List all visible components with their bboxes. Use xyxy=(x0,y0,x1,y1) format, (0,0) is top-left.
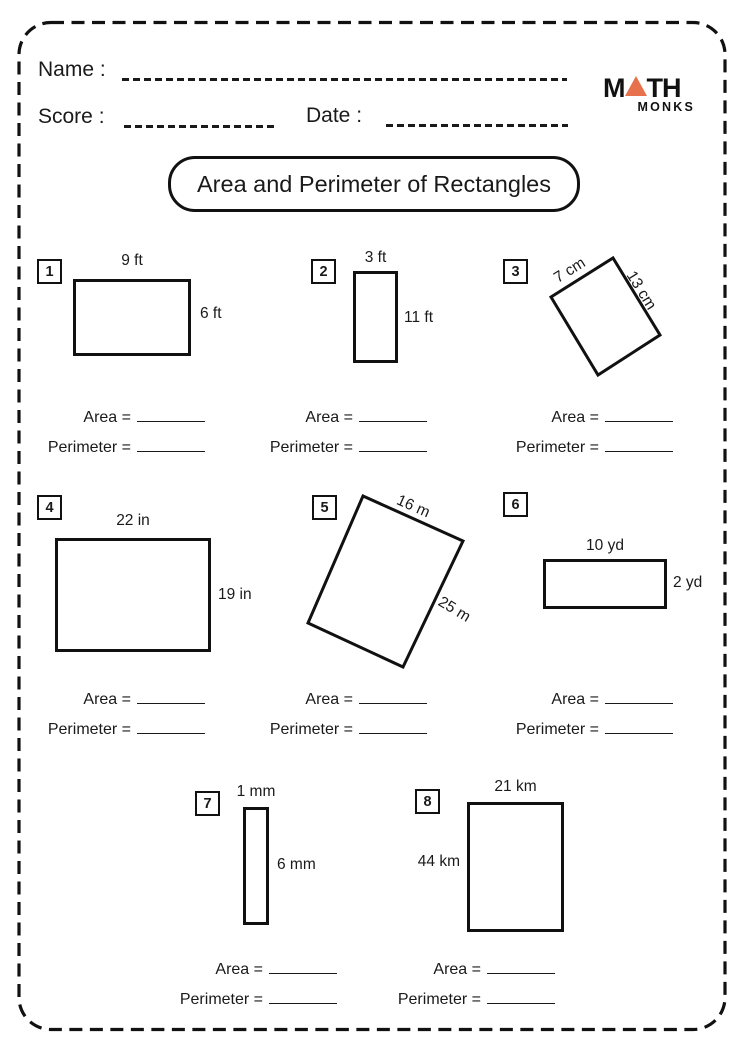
area-label: Area = xyxy=(551,409,599,426)
problem-4-area-blank[interactable] xyxy=(137,687,205,704)
problem-2-perimeter-blank[interactable] xyxy=(359,435,427,452)
problem-4-answer-block: Area = Perimeter = xyxy=(5,685,205,745)
problem-2-width-label: 3 ft xyxy=(364,249,387,266)
problem-1-number-box: 1 xyxy=(37,259,62,284)
problem-6-width-label: 10 yd xyxy=(586,537,624,554)
problem-4-number: 4 xyxy=(45,499,54,516)
area-label: Area = xyxy=(433,961,481,978)
problem-7-rectangle xyxy=(243,807,269,925)
problem-1-height-label: 6 ft xyxy=(200,305,222,322)
problem-8-perimeter-blank[interactable] xyxy=(487,987,555,1004)
logo-wordmark: M TH xyxy=(603,73,695,103)
problem-7-answer-block: Area = Perimeter = xyxy=(137,955,337,1015)
area-label: Area = xyxy=(305,409,353,426)
problem-7-number-box: 7 xyxy=(195,791,220,816)
math-monks-logo: M TH MONKS xyxy=(603,73,695,114)
perimeter-label: Perimeter = xyxy=(269,721,353,738)
problem-1-area-blank[interactable] xyxy=(137,405,205,422)
problem-1-width-label: 9 ft xyxy=(121,252,143,269)
problem-2-area-blank[interactable] xyxy=(359,405,427,422)
problem-2-number-box: 2 xyxy=(311,259,336,284)
problem-7-width-label: 1 mm xyxy=(236,783,276,800)
perimeter-label: Perimeter = xyxy=(47,439,131,456)
problem-5-number-box: 5 xyxy=(312,495,337,520)
problem-8-rectangle xyxy=(467,802,564,932)
problem-8-area-blank[interactable] xyxy=(487,957,555,974)
problem-8-width-label: 21 km xyxy=(494,778,537,795)
problem-7-perimeter-blank[interactable] xyxy=(269,987,337,1004)
problem-6-number-box: 6 xyxy=(503,492,528,517)
perimeter-label: Perimeter = xyxy=(515,439,599,456)
score-label: Score : xyxy=(38,105,105,128)
problem-1-number: 1 xyxy=(45,263,54,280)
problem-3-rectangle xyxy=(548,255,663,378)
perimeter-label: Perimeter = xyxy=(515,721,599,738)
problem-4-height-label: 19 in xyxy=(218,586,252,603)
problem-6-perimeter-blank[interactable] xyxy=(605,717,673,734)
problem-3-number-box: 3 xyxy=(503,259,528,284)
problem-4-rectangle xyxy=(55,538,211,652)
problem-8-answer-block: Area = Perimeter = xyxy=(355,955,555,1015)
problem-5-perimeter-blank[interactable] xyxy=(359,717,427,734)
problem-3-area-blank[interactable] xyxy=(605,405,673,422)
perimeter-label: Perimeter = xyxy=(397,991,481,1008)
problem-1-perimeter-blank[interactable] xyxy=(137,435,205,452)
problem-2-rectangle xyxy=(353,271,398,363)
problem-1-rectangle xyxy=(73,279,191,356)
score-fill-line[interactable] xyxy=(124,125,275,128)
problem-2-number: 2 xyxy=(319,263,328,280)
area-label: Area = xyxy=(551,691,599,708)
problem-7-number: 7 xyxy=(203,795,212,812)
name-fill-line[interactable] xyxy=(122,78,567,81)
problem-2-answer-block: Area = Perimeter = xyxy=(227,403,427,463)
problem-3-number: 3 xyxy=(511,263,520,280)
date-label: Date : xyxy=(306,104,363,127)
worksheet-title-box: Area and Perimeter of Rectangles xyxy=(168,156,580,212)
problem-8-number-box: 8 xyxy=(415,789,440,814)
problem-3-answer-block: Area = Perimeter = xyxy=(473,403,673,463)
page-title: Area and Perimeter of Rectangles xyxy=(197,170,551,197)
problem-8-height-label: 44 km xyxy=(417,853,460,870)
problem-6-number: 6 xyxy=(511,496,520,513)
problem-6-rectangle xyxy=(543,559,667,609)
problem-5-number: 5 xyxy=(320,499,329,516)
logo-letters-th: TH xyxy=(646,73,682,103)
problem-3-perimeter-blank[interactable] xyxy=(605,435,673,452)
problem-7-height-label: 6 mm xyxy=(277,856,316,873)
logo-triangle-icon xyxy=(624,76,647,96)
perimeter-label: Perimeter = xyxy=(47,721,131,738)
perimeter-label: Perimeter = xyxy=(179,991,263,1008)
problem-6-height-label: 2 yd xyxy=(673,574,703,591)
area-label: Area = xyxy=(215,961,263,978)
problem-2-height-label: 11 ft xyxy=(404,309,434,326)
problem-6-area-blank[interactable] xyxy=(605,687,673,704)
problem-5-rectangle xyxy=(306,494,466,669)
name-label: Name : xyxy=(38,58,106,81)
problem-4-perimeter-blank[interactable] xyxy=(137,717,205,734)
problem-6-answer-block: Area = Perimeter = xyxy=(473,685,673,745)
problem-7-area-blank[interactable] xyxy=(269,957,337,974)
area-label: Area = xyxy=(83,691,131,708)
perimeter-label: Perimeter = xyxy=(269,439,353,456)
date-fill-line[interactable] xyxy=(386,124,568,127)
logo-subtitle: MONKS xyxy=(637,100,695,114)
problem-4-width-label: 22 in xyxy=(116,512,150,529)
area-label: Area = xyxy=(83,409,131,426)
problem-4-number-box: 4 xyxy=(37,495,62,520)
area-label: Area = xyxy=(305,691,353,708)
logo-letter-m: M xyxy=(603,73,625,103)
problem-8-number: 8 xyxy=(423,793,432,810)
problem-1-answer-block: Area = Perimeter = xyxy=(5,403,205,463)
problem-5-area-blank[interactable] xyxy=(359,687,427,704)
problem-5-answer-block: Area = Perimeter = xyxy=(227,685,427,745)
